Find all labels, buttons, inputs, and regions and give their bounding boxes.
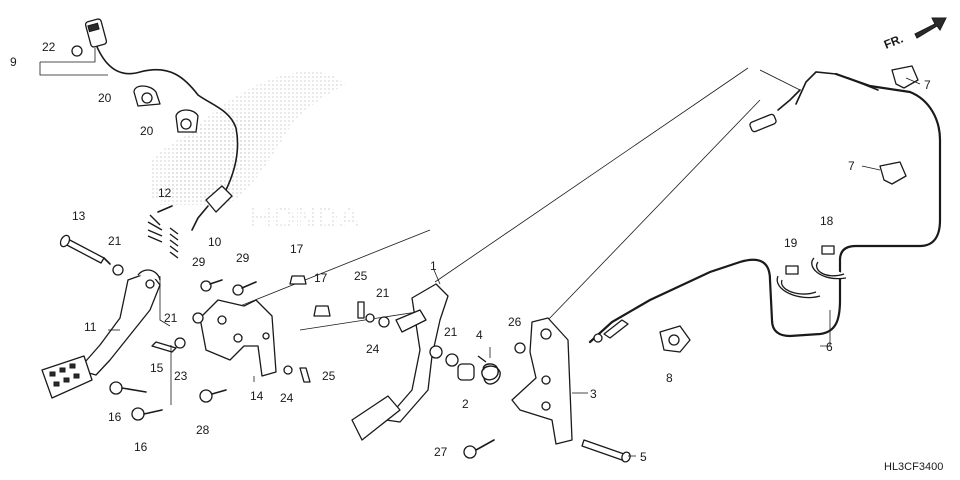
callout-22: 22 [42,40,56,54]
callout-2: 2 [462,397,469,411]
callout-17-left: 17 [290,242,304,256]
cable-clamp-8 [659,325,691,353]
front-arrow-icon [914,17,947,39]
pedal-pad [41,355,93,399]
callout-26: 26 [508,315,522,329]
callout-13: 13 [72,209,86,223]
callout-6: 6 [826,340,833,354]
cable-bands [776,245,847,299]
callout-21-collar: 21 [444,325,458,339]
harness-connector [84,18,108,48]
callout-24-upper: 24 [366,342,380,356]
callout-1: 1 [430,259,437,273]
callout-5: 5 [640,450,647,464]
brake-pedal-pad [351,395,401,441]
callout-16-lower: 16 [134,440,148,454]
callout-7-upper: 7 [924,78,931,92]
left-hardware [109,264,331,421]
callout-25-lower: 25 [322,369,336,383]
watermark-text: HONDA [250,202,360,235]
stop-switch-assembly [147,185,233,259]
spring-4 [481,363,501,385]
clip-22 [71,45,83,57]
callout-14: 14 [250,389,264,403]
parking-brake-cable [588,71,942,344]
spring-12 [147,214,163,243]
callout-4: 4 [476,328,483,342]
callout-20-upper: 20 [98,91,112,105]
front-direction-indicator: FR. [882,17,947,52]
callout-23: 23 [174,369,188,383]
pedal-bracket [199,299,277,377]
callout-21-pedal-pin: 21 [108,234,122,248]
callout-18: 18 [820,214,834,228]
callout-21-bracket: 21 [164,311,178,325]
callout-leaders [108,77,921,457]
direction-label: FR. [882,32,905,52]
callout-9: 9 [10,55,17,69]
callout-12: 12 [158,186,172,200]
cable-clips [879,65,919,185]
callout-16-upper: 16 [108,410,122,424]
parking-brake-pedal [41,269,161,399]
return-spring-assembly [445,353,501,385]
callout-21-brake-pedal: 21 [376,286,390,300]
harness-clamps [133,85,199,133]
brand-watermark: HONDA [150,71,360,235]
callout-7-lower: 7 [848,159,855,173]
callout-17-right: 17 [314,271,328,285]
brake-pedal [351,283,449,441]
callout-19: 19 [784,236,798,250]
callout-29-left: 29 [192,255,206,269]
pedal-pin-13 [59,234,111,265]
pin-5 [581,439,631,463]
figure-code: HL3CF3400 [884,461,943,473]
callout-11: 11 [84,320,97,334]
callout-27: 27 [434,445,448,459]
callout-15: 15 [150,361,164,375]
callout-20-lower: 20 [140,124,154,138]
callout-10: 10 [208,235,222,249]
stop-switch [205,185,233,213]
callout-3: 3 [590,387,597,401]
brake-bracket [463,317,573,459]
brake-switch-harness [71,18,239,193]
spring-10 [169,227,179,259]
collar-2 [457,363,475,381]
callout-25-upper: 25 [354,269,368,283]
callout-8: 8 [666,371,673,385]
callout-28: 28 [196,423,210,437]
callout-labels: 1 2 3 4 5 6 7 7 8 9 10 11 12 13 14 15 16… [10,40,931,464]
callout-29-right: 29 [236,251,250,265]
cable-end-fitting [749,113,777,133]
callout-24-lower: 24 [280,391,294,405]
